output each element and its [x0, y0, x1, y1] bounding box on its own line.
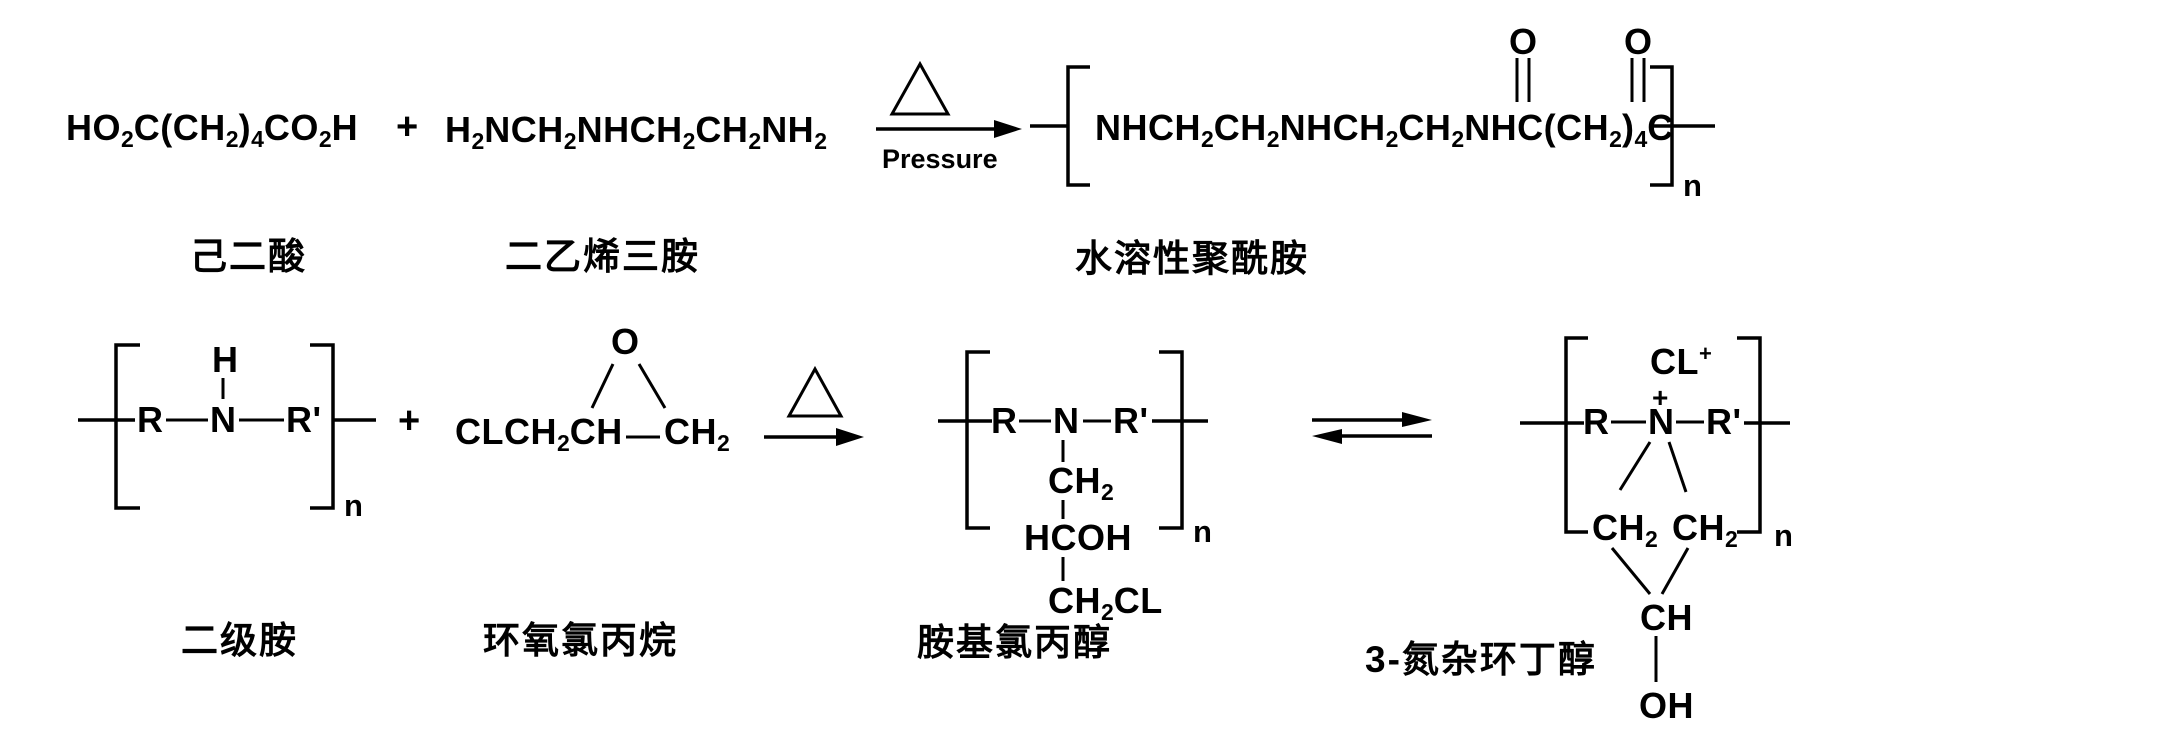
equilibrium-reverse-head — [1312, 429, 1342, 444]
ring-bond-n-ch2-left — [1618, 441, 1652, 491]
label-epichlorohydrin: 环氧氯丙烷 — [483, 620, 678, 661]
amine-h-atom: H — [212, 339, 239, 380]
repeat-subscript-n: n — [1774, 518, 1794, 553]
amine-right-bracket — [310, 343, 335, 510]
chlorohydrin-right-bracket — [1159, 350, 1184, 530]
pressure-condition-label: Pressure — [882, 144, 998, 174]
azetidinol-ring-ch: CH — [1640, 597, 1693, 638]
equilibrium-forward-head — [1402, 412, 1432, 427]
amine-left-bracket — [114, 343, 140, 510]
chlorohydrin-left-bracket — [965, 350, 990, 530]
chlorohydrin-rprime-group: R' — [1113, 400, 1149, 441]
label-secondary-amine: 二级胺 — [181, 620, 298, 661]
azetidinol-left-bracket — [1564, 336, 1588, 534]
delta-heat-triangle-icon — [786, 365, 844, 418]
nitrogen-positive-charge: + — [1652, 382, 1669, 413]
repeat-subscript-n: n — [344, 488, 364, 523]
chlorohydrin-r-group: R — [991, 400, 1018, 441]
label-diethylenetriamine: 二乙烯三胺 — [505, 236, 700, 277]
amine-nitrogen: N — [210, 399, 237, 440]
label-amino-chlorohydrin: 胺基氯丙醇 — [917, 622, 1112, 663]
azetidinol-chloride-counter-ion: CL+ — [1650, 341, 1712, 382]
ring-bond-n-ch2-right — [1667, 441, 1688, 493]
amine-r-group: R — [137, 399, 164, 440]
ring-bond-ch2-ch-left — [1610, 547, 1652, 595]
epichlorohydrin-chain-left: CLCH2CH — [455, 411, 623, 456]
azetidinol-ring-ch2-left: CH2 — [1592, 507, 1658, 552]
chlorohydrin-ch2cl: CH2CL — [1048, 580, 1163, 625]
amine-rprime-group: R' — [286, 399, 322, 440]
reactant1-formula: HO2C(CH2)4CO2H — [66, 107, 359, 152]
plus-sign: + — [398, 400, 421, 442]
carbonyl-oxygen-left: O — [1509, 21, 1538, 62]
reaction-arrow-head — [836, 428, 864, 446]
chlorohydrin-nitrogen: N — [1053, 400, 1080, 441]
reactant2-formula: H2NCH2NHCH2CH2NH2 — [445, 109, 827, 154]
reaction-arrow-head — [994, 120, 1022, 138]
label-adipic-acid: 己二酸 — [190, 236, 307, 277]
chlorohydrin-hcoh: HCOH — [1024, 517, 1132, 558]
azetidinol-r-group: R — [1583, 401, 1610, 442]
azetidinol-ring-ch2-right: CH2 — [1672, 507, 1738, 552]
polyamide-repeat-unit-formula: NHCH2CH2NHCH2CH2NHC(CH2)4C — [1095, 107, 1674, 152]
epoxide-bond-left — [590, 363, 615, 409]
epoxide-oxygen: O — [611, 321, 640, 362]
ring-bond-ch2-ch-right — [1660, 547, 1690, 595]
azetidinol-hydroxyl: OH — [1639, 685, 1694, 726]
chlorohydrin-ch2: CH2 — [1048, 460, 1114, 505]
azetidinol-rprime-group: R' — [1706, 401, 1742, 442]
delta-heat-triangle-icon — [889, 60, 951, 116]
plus-sign: + — [396, 106, 419, 148]
equilibrium-arrows-icon — [1312, 412, 1432, 444]
label-water-soluble-polyamide: 水溶性聚酰胺 — [1075, 238, 1309, 279]
left-repeat-bracket — [1066, 65, 1090, 187]
epoxide-bond-right — [637, 363, 667, 409]
epichlorohydrin-chain-right: CH2 — [664, 411, 730, 456]
carbonyl-oxygen-right: O — [1624, 21, 1653, 62]
repeat-subscript-n: n — [1683, 168, 1703, 203]
label-azetidinol: 3-氮杂环丁醇 — [1365, 639, 1597, 680]
repeat-subscript-n: n — [1193, 514, 1213, 549]
azetidinol-right-bracket — [1737, 336, 1762, 534]
azetidinol-nitrogen: N — [1648, 401, 1675, 442]
